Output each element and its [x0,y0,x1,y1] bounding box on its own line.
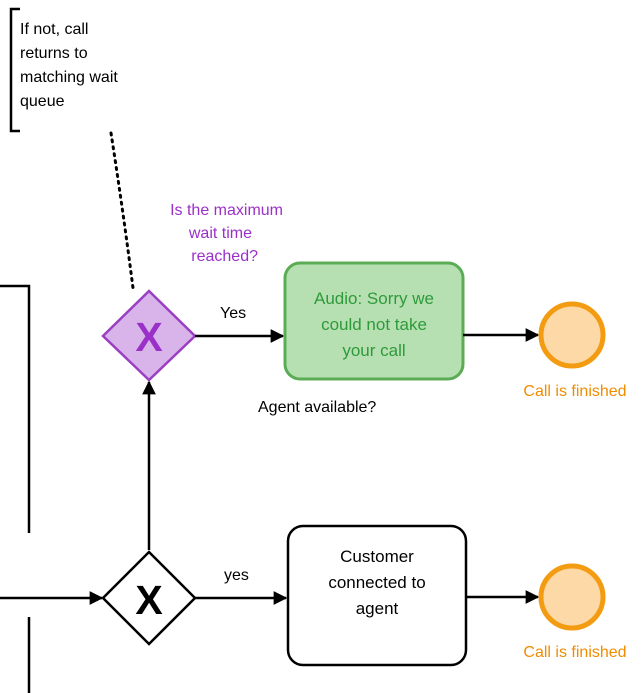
task-audio-sorry[interactable]: Audio: Sorry we could not take your call [283,261,465,381]
end-event-bottom-label: Call is finished [523,644,626,661]
gateway-x-icon: X [135,314,162,360]
annotation-line-2: returns to [20,45,88,62]
gateway-agent-available[interactable]: X [101,550,197,646]
end-event-bottom[interactable] [538,563,606,631]
task-sorry-line-1: Audio: Sorry we [314,289,434,308]
question-line-2: wait time [188,225,252,242]
flow-yes-agent-label: yes [224,567,249,584]
annotation-text: If not, call returns to matching wait qu… [20,21,118,110]
end-event-top[interactable] [538,301,606,369]
task-sorry-line-3: your call [342,341,405,360]
annotation-line-4: queue [20,93,65,110]
task-sorry-line-2: could not take [321,315,427,334]
question-line-3: reached? [191,248,258,265]
gateway-agent-question: Agent available? [258,399,376,416]
flow-yes-label: Yes [220,305,246,322]
annotation-line-1: If not, call [20,21,88,38]
association-dotted [109,131,135,290]
gateway-x-icon: X [135,577,162,623]
task-connected-line-3: agent [356,599,399,618]
gateway-timeout-question: Is the maximum wait time reached? [170,202,283,265]
task-connected-line-2: connected to [328,573,425,592]
left-lane-edge-top [0,284,31,533]
annotation-bracket [9,7,20,133]
gateway-timeout[interactable]: X [101,289,197,382]
annotation-line-3: matching wait [20,69,118,86]
task-connected-line-1: Customer [340,547,414,566]
task-customer-connected[interactable]: Customer connected to agent [286,524,468,667]
end-event-top-label: Call is finished [523,383,626,400]
question-line-1: Is the maximum [170,202,283,219]
